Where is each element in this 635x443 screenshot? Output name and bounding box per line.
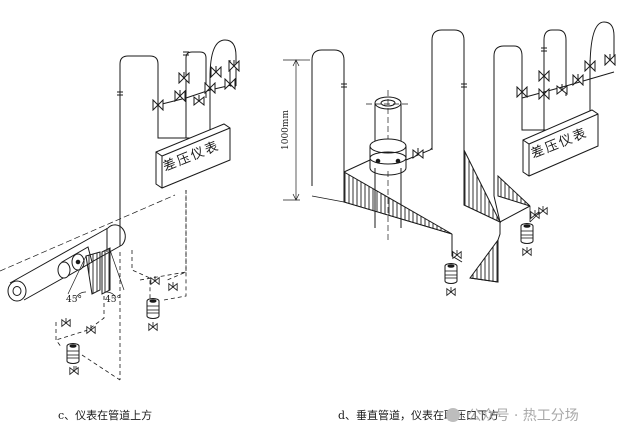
right-dp-instrument	[522, 109, 599, 177]
dimension-label: 1000mm	[281, 110, 291, 150]
right-condensate-pot-1	[444, 263, 458, 284]
right-condensate-pot-2	[520, 223, 534, 244]
right-slope-hatching	[311, 149, 531, 283]
watermark: 公众号 · 热工分场	[446, 405, 579, 425]
watermark-text: 公众号 · 热工分场	[467, 408, 579, 424]
left-diagram	[0, 39, 240, 381]
right-vertical-pipe	[366, 90, 410, 240]
left-angle-label-2: 45°	[105, 295, 121, 305]
left-dp-instrument	[155, 123, 231, 189]
right-diagram	[283, 21, 616, 296]
left-impulse-taps	[67, 247, 125, 299]
caption-left: c、仪表在管道上方	[58, 409, 153, 422]
left-angle-label-1: 45°	[66, 295, 82, 305]
left-condensate-pot-2	[66, 343, 80, 364]
left-condensate-pot-1	[146, 298, 160, 319]
wechat-icon	[446, 408, 460, 422]
